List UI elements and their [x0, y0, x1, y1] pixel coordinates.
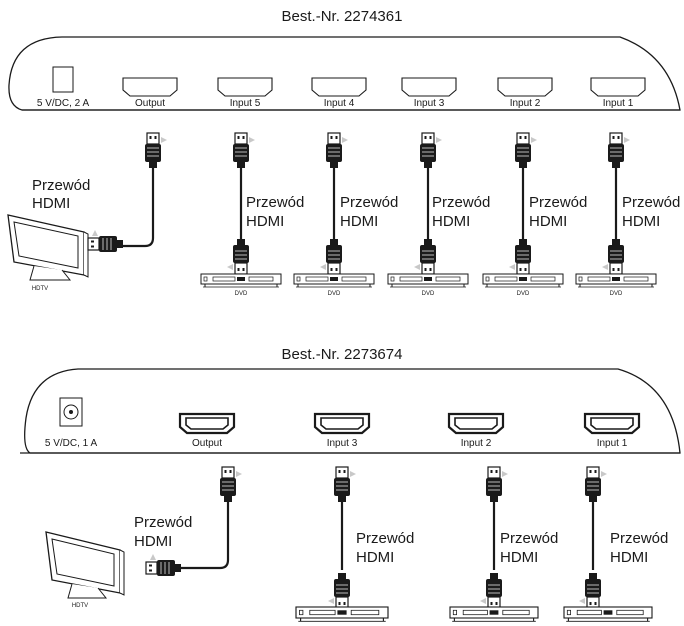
output-cable-2 — [145, 466, 243, 577]
hdmi-plug-icon — [508, 238, 532, 275]
hdmi-plug-icon — [479, 572, 503, 609]
cable-label: Przewód — [340, 194, 398, 211]
power-jack-icon — [52, 66, 74, 93]
hdmi-plug-icon — [226, 238, 250, 275]
cable-label: HDMI — [246, 213, 284, 230]
hdmi-plug-icon — [319, 238, 343, 275]
cable-label-tv-1a: Przewód — [32, 177, 90, 194]
input-cable-2b: Przewód HDMI — [449, 466, 558, 622]
dvd-label: DVD — [517, 291, 530, 297]
dvd-label: DVD — [422, 291, 435, 297]
hdmi-port-icon — [178, 412, 236, 435]
port-label-input-5: Input 5 — [230, 98, 261, 109]
port-label-input-2b: Input 2 — [461, 438, 492, 449]
port-label-input-3b: Input 3 — [327, 438, 358, 449]
port-label-output-2: Output — [192, 438, 222, 449]
power-jack-icon — [59, 397, 83, 427]
cable-label: HDMI — [356, 549, 394, 566]
input-cable-1: DVD Przewód HDMI — [575, 132, 680, 297]
diagram-1-title: Best.-Nr. 2274361 — [282, 8, 403, 25]
port-label-input-1: Input 1 — [603, 98, 634, 109]
hdmi-port-icon — [217, 77, 273, 97]
port-label-input-3: Input 3 — [414, 98, 445, 109]
dvd-label: DVD — [610, 291, 623, 297]
power-label-1: 5 V/DC, 2 A — [37, 98, 90, 109]
cable-label: HDMI — [529, 213, 567, 230]
input-cable-3: DVD Przewód HDMI — [387, 132, 490, 297]
hdmi-plug-icon — [145, 553, 182, 577]
cable-label: Przewód — [500, 530, 558, 547]
dvd-player-icon — [449, 606, 539, 622]
hdmi-port-icon — [122, 77, 178, 97]
port-label-input-1b: Input 1 — [597, 438, 628, 449]
cable-label: HDMI — [500, 549, 538, 566]
cable-label: HDMI — [340, 213, 378, 230]
cable-label: HDMI — [432, 213, 470, 230]
hdmi-port-icon — [590, 77, 646, 97]
hdmi-port-icon — [497, 77, 553, 97]
hdmi-port-icon — [447, 412, 505, 435]
cable-label: HDMI — [622, 213, 660, 230]
hdmi-plug-icon — [413, 238, 437, 275]
cable-label: Przewód — [529, 194, 587, 211]
input-cable-3b: Przewód HDMI — [295, 466, 414, 622]
hdmi-plug-icon — [333, 466, 357, 503]
cable-label: Przewód — [356, 530, 414, 547]
cable-label: HDMI — [610, 549, 648, 566]
hdmi-port-icon — [583, 412, 641, 435]
cable-label: Przewód — [432, 194, 490, 211]
hdtv-icon — [45, 531, 125, 599]
hdmi-plug-icon — [232, 132, 256, 169]
cable-label: Przewód — [622, 194, 680, 211]
diagram-2: Best.-Nr. 2273674 5 V/DC, 1 A Output Inp… — [20, 346, 681, 622]
cable-label-tv-2b: HDMI — [134, 533, 172, 550]
cable-label: Przewód — [610, 530, 668, 547]
power-label-2: 5 V/DC, 1 A — [45, 438, 98, 449]
port-label-input-2: Input 2 — [510, 98, 541, 109]
port-label-input-4: Input 4 — [324, 98, 355, 109]
cable-label-tv-2a: Przewód — [134, 514, 192, 531]
hdmi-plug-icon — [144, 132, 168, 169]
dvd-player-icon — [575, 273, 657, 288]
diagram-1: Best.-Nr. 2274361 5 V/DC, 2 A Output Inp… — [7, 8, 681, 297]
output-cable-1 — [87, 132, 168, 253]
hdtv-icon — [7, 214, 89, 281]
hdmi-plug-icon — [485, 466, 509, 503]
hdtv-label-1: HDTV — [32, 286, 48, 292]
hdmi-plug-icon — [327, 572, 351, 609]
input-cable-5: DVD Przewód HDMI — [200, 132, 304, 297]
dvd-label: DVD — [235, 291, 248, 297]
hdmi-plug-icon — [219, 466, 243, 503]
input-cable-4: DVD Przewód HDMI — [293, 132, 398, 297]
hdmi-plug-icon — [601, 238, 625, 275]
dvd-player-icon — [200, 273, 282, 288]
dvd-player-icon — [482, 273, 564, 288]
input-cable-1b: Przewód HDMI — [563, 466, 668, 622]
dvd-player-icon — [563, 606, 653, 622]
hdmi-plug-icon — [578, 572, 602, 609]
hdmi-plug-icon — [607, 132, 631, 169]
hdmi-port-icon — [401, 77, 457, 97]
hdtv-label-2: HDTV — [72, 603, 88, 609]
diagram-2-title: Best.-Nr. 2273674 — [282, 346, 403, 363]
dvd-player-icon — [387, 273, 469, 288]
hdmi-plug-icon — [87, 229, 124, 253]
dvd-label: DVD — [328, 291, 341, 297]
hdmi-plug-icon — [419, 132, 443, 169]
input-cable-2: DVD Przewód HDMI — [482, 132, 587, 297]
hdmi-port-icon — [311, 77, 367, 97]
cable-label: Przewód — [246, 194, 304, 211]
cable-label-tv-1b: HDMI — [32, 195, 70, 212]
hdmi-plug-icon — [584, 466, 608, 503]
hdmi-plug-icon — [325, 132, 349, 169]
hdmi-plug-icon — [514, 132, 538, 169]
port-label-output-1: Output — [135, 98, 165, 109]
hdmi-port-icon — [313, 412, 371, 435]
dvd-player-icon — [295, 606, 389, 622]
dvd-player-icon — [293, 273, 375, 288]
